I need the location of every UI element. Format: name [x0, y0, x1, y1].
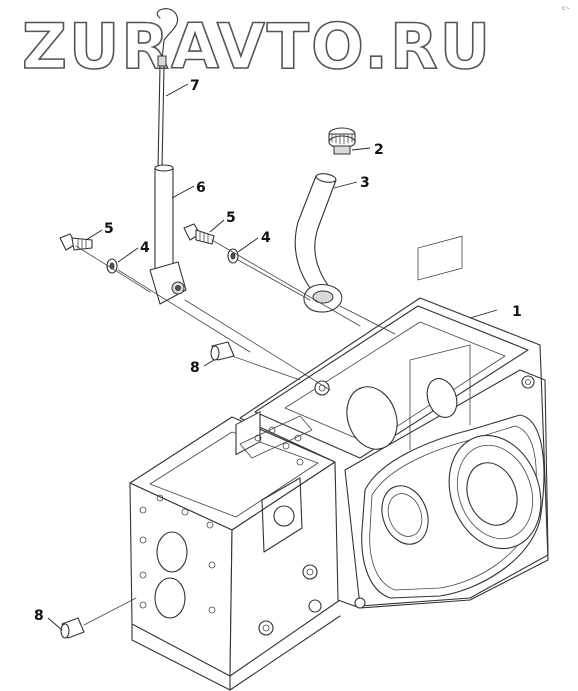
callout-4a: 4 — [140, 240, 150, 256]
bolt-left — [59, 233, 93, 251]
callout-1: 1 — [512, 304, 522, 320]
dowel-pin-lower — [60, 617, 85, 639]
corner-mark: c~ — [562, 5, 570, 12]
callout-5b: 5 — [226, 210, 236, 226]
callout-4b: 4 — [261, 230, 271, 246]
washer-right — [227, 248, 239, 264]
bolt-right — [183, 223, 215, 245]
filler-neck-tube — [294, 173, 343, 313]
watermark-text: ZURAVTO.RU — [22, 10, 492, 83]
assembly-lines — [75, 239, 396, 626]
callout-labels: 1 2 3 4 4 5 5 6 7 8 8 — [34, 78, 522, 624]
callout-8b: 8 — [34, 608, 44, 624]
dipstick-rod — [156, 8, 179, 169]
callout-leaders — [47, 83, 498, 631]
callout-8a: 8 — [190, 360, 200, 376]
callout-5a: 5 — [104, 221, 114, 237]
callout-2: 2 — [374, 142, 384, 158]
dowel-pin-upper — [210, 341, 235, 361]
filler-cap — [328, 127, 356, 155]
callout-7: 7 — [190, 78, 200, 94]
gearbox-housing — [129, 235, 549, 691]
callout-3: 3 — [360, 175, 370, 191]
guide-tube — [149, 164, 187, 305]
callout-6: 6 — [196, 180, 206, 196]
